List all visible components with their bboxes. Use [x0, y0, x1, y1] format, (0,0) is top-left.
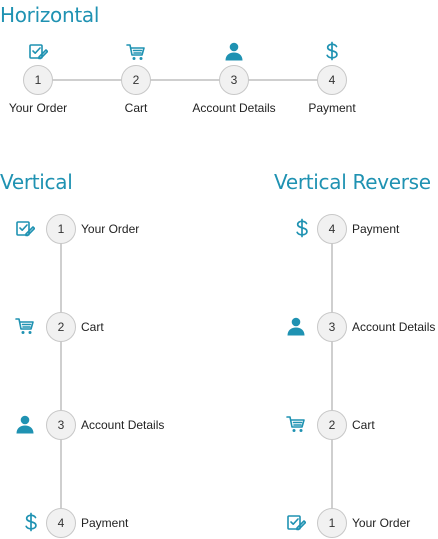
dollar-icon — [292, 218, 312, 238]
step-number: 1 — [46, 214, 76, 244]
cart-icon — [126, 42, 146, 62]
dollar-icon — [21, 512, 41, 532]
step-label: Cart — [81, 320, 104, 334]
step-number: 2 — [317, 410, 347, 440]
step-number: 3 — [317, 312, 347, 342]
vertical-heading: Vertical — [0, 170, 73, 194]
cart-icon — [15, 316, 35, 336]
step-label: Cart — [124, 101, 148, 115]
step-number: 3 — [46, 410, 76, 440]
step-label: Account Details — [81, 418, 165, 432]
user-icon — [286, 316, 306, 336]
step-number: 4 — [317, 65, 347, 95]
step-label: Cart — [352, 418, 375, 432]
horizontal-heading: Horizontal — [0, 3, 100, 27]
step-label: Payment — [352, 222, 400, 236]
step-number: 3 — [219, 65, 249, 95]
cart-icon — [286, 414, 306, 434]
user-icon — [15, 414, 35, 434]
step-label: Account Details — [192, 101, 276, 115]
order-edit-icon — [15, 218, 35, 238]
vertical-reverse-connector — [331, 229, 333, 523]
step-label: Payment — [308, 101, 356, 115]
order-edit-icon — [28, 41, 48, 61]
order-edit-icon — [286, 512, 306, 532]
step-label: Account Details — [352, 320, 436, 334]
step-label: Payment — [81, 516, 129, 530]
step-label: Your Order — [8, 101, 68, 115]
step-number: 1 — [23, 65, 53, 95]
step-number: 1 — [317, 508, 347, 538]
step-number: 4 — [46, 508, 76, 538]
horizontal-connector — [38, 79, 332, 81]
step-label: Your Order — [81, 222, 140, 236]
vertical-connector — [60, 229, 62, 523]
step-number: 2 — [121, 65, 151, 95]
step-label: Your Order — [352, 516, 411, 530]
dollar-icon — [322, 41, 342, 61]
step-number: 4 — [317, 214, 347, 244]
vertical-reverse-heading: Vertical Reverse — [274, 170, 431, 194]
user-icon — [224, 41, 244, 61]
step-number: 2 — [46, 312, 76, 342]
